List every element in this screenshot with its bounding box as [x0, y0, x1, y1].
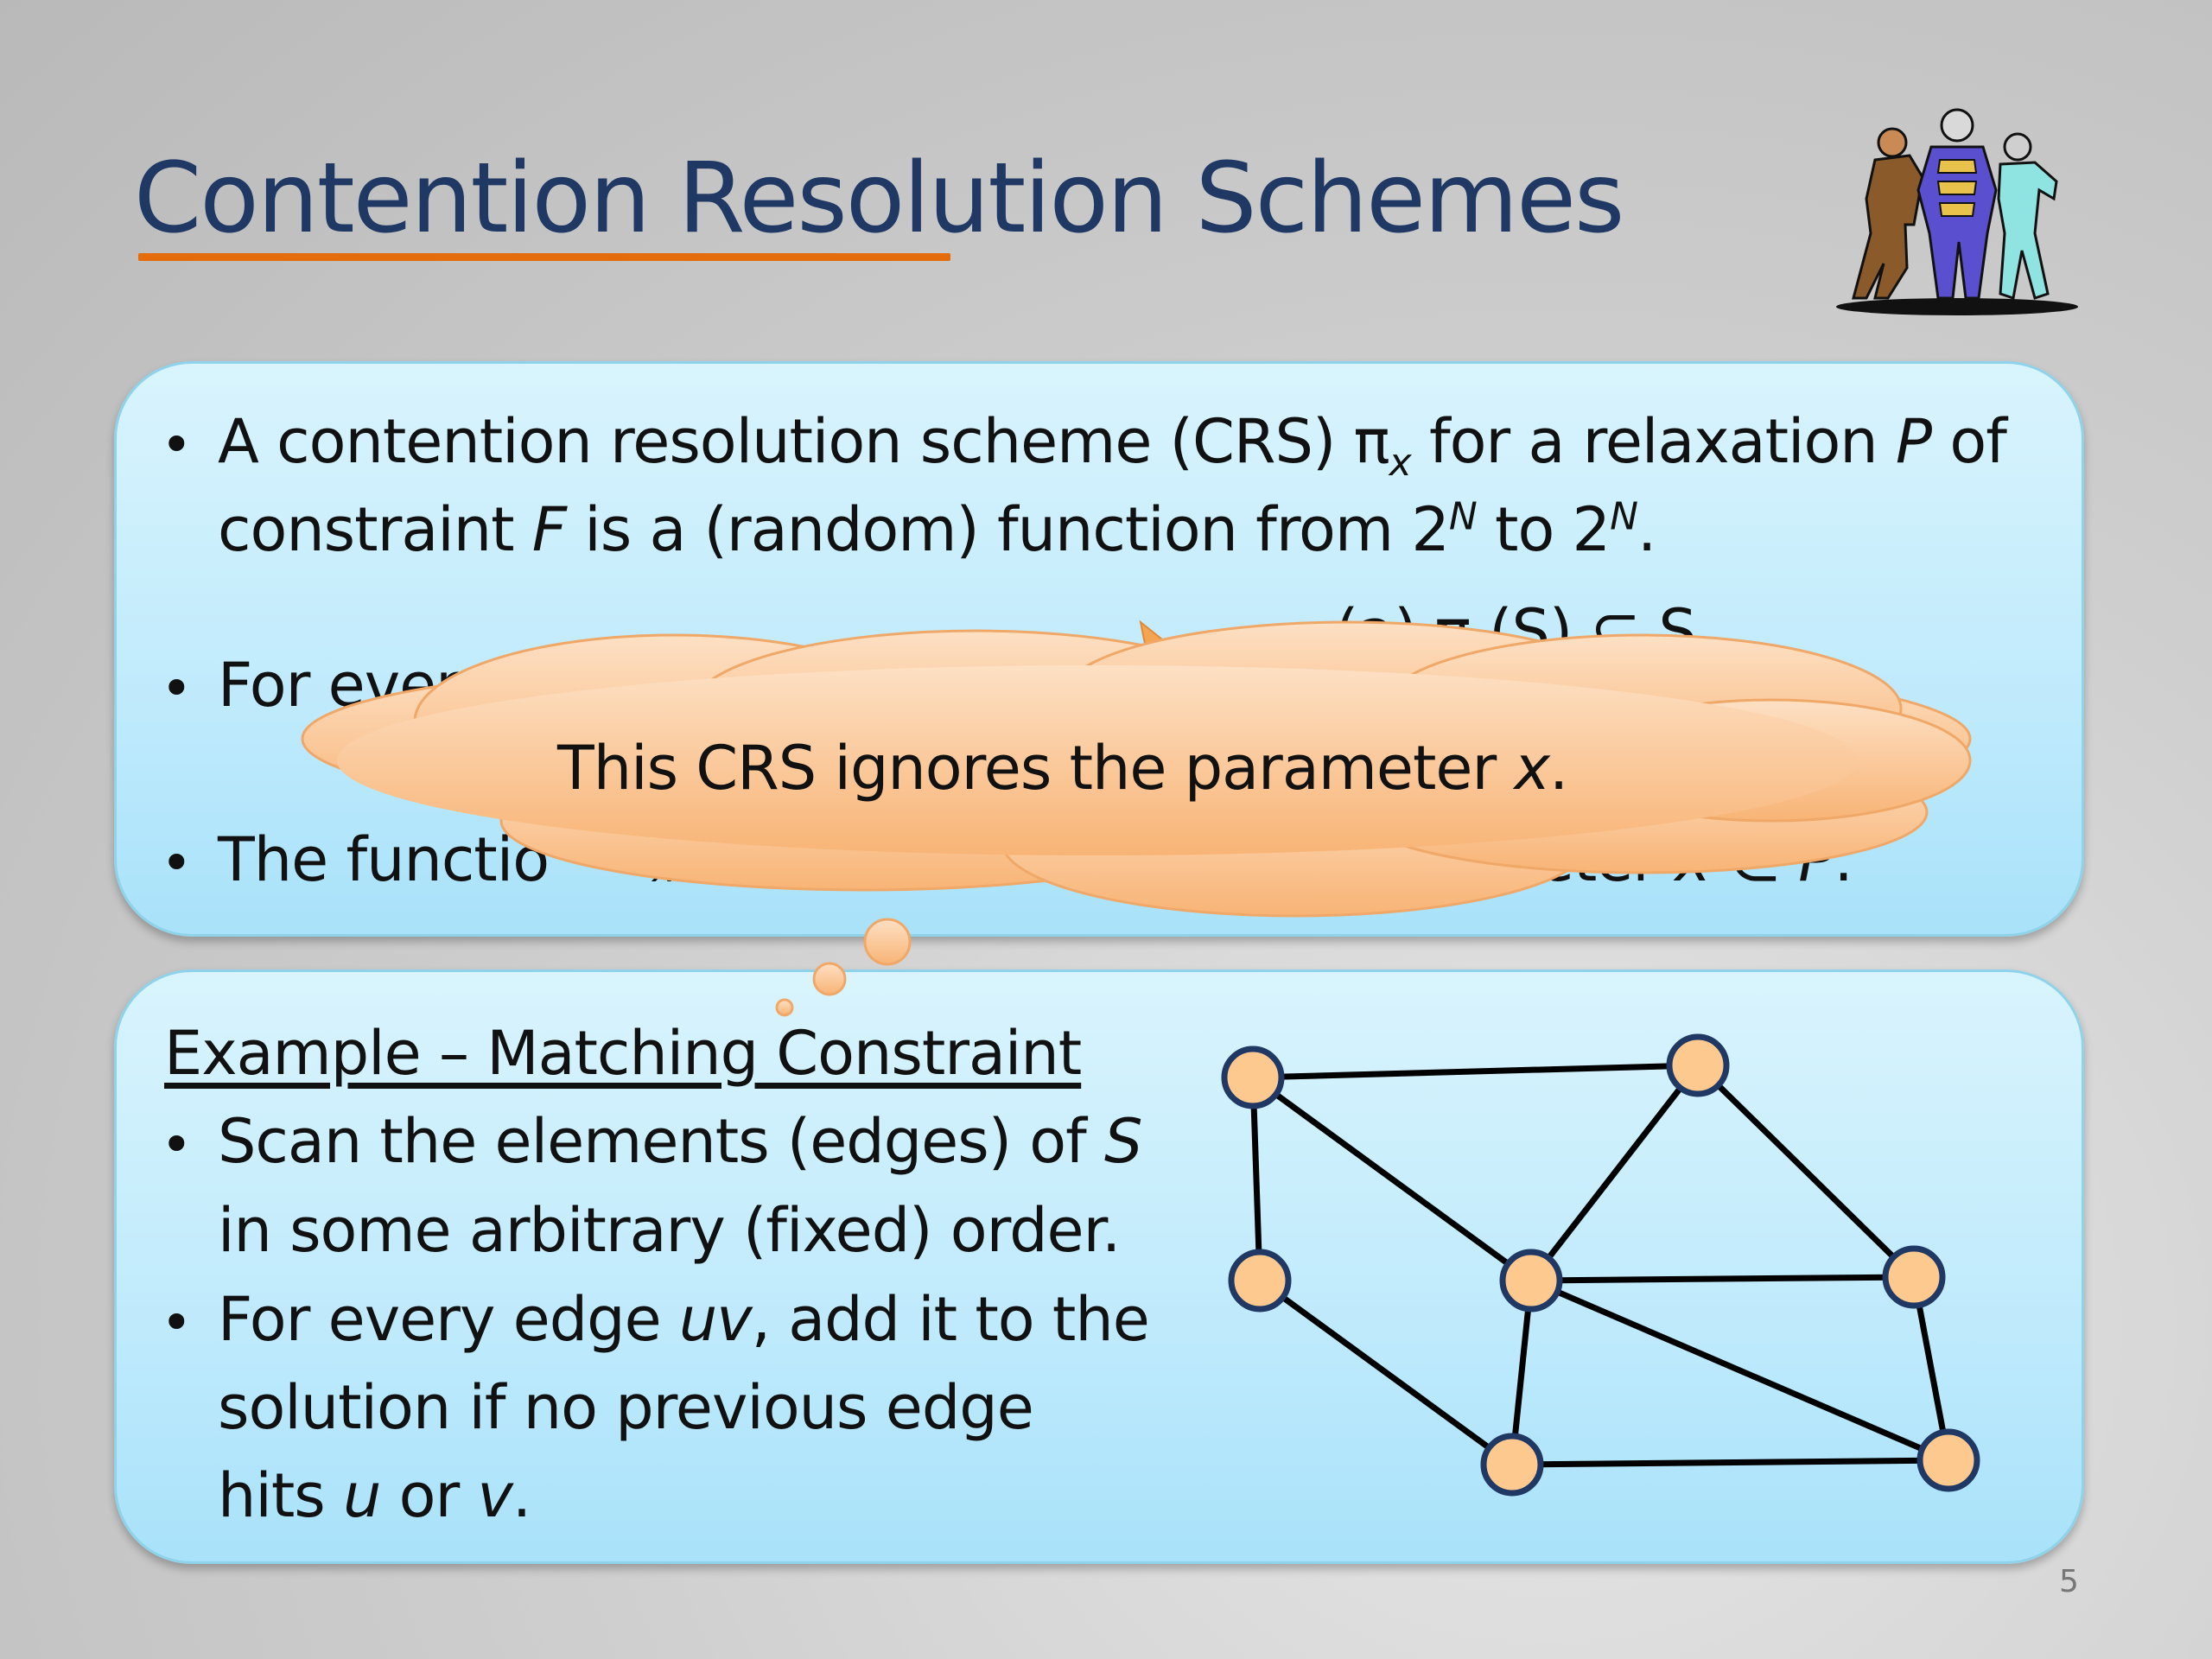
graph-edge: [1249, 1077, 1263, 1281]
crs-property-line-partial: For every: [218, 650, 495, 721]
graph-node: [1882, 1245, 1946, 1309]
bullet-dot: •: [161, 1113, 193, 1176]
crs-definition-line1: A contention resolution scheme (CRS) πx …: [218, 406, 2007, 485]
matching-graph: [1221, 1033, 1980, 1497]
people-clipart-icon: [1836, 108, 2078, 315]
graph-edge: [1511, 1457, 1949, 1468]
page-number: 5: [2059, 1564, 2079, 1599]
graph-node: [1480, 1433, 1544, 1497]
slide-title: Contention Resolution Schemes: [134, 143, 1624, 255]
callout-text: This CRS ignores the parameter x.: [557, 733, 1568, 804]
crs-property-a-partial: (a) π (S) ⊆ S: [1335, 596, 1697, 667]
crs-definition-line2: constraint F is a (random) function from…: [218, 494, 1656, 565]
graph-edge: [1529, 1063, 1700, 1283]
example-bullet2-line2: solution if no previous edge: [218, 1372, 1034, 1443]
graph-edge: [1257, 1278, 1515, 1467]
example-bullet1-line1: Scan the elements (edges) of S: [218, 1106, 1142, 1177]
crs-function-line-partial-right: arameter x ∈ P.: [1382, 824, 1853, 895]
graph-node: [1666, 1033, 1730, 1097]
graph-edge: [1529, 1277, 1950, 1464]
example-bullet2-line1: For every edge uv, add it to the: [218, 1284, 1150, 1355]
graph-node: [1499, 1249, 1563, 1313]
bullet-dot: •: [161, 1291, 193, 1354]
graph-node: [1916, 1428, 1980, 1492]
graph-node: [1228, 1249, 1292, 1313]
graph-edge: [1250, 1075, 1534, 1283]
graph-edge: [1530, 1274, 1915, 1284]
example-bullet2-line3: hits u or v.: [218, 1460, 531, 1531]
bullet-dot: •: [161, 831, 193, 894]
crs-function-subscript: x: [652, 847, 675, 891]
graph-node: [1221, 1046, 1285, 1109]
crs-function-line-partial-left: The functio: [218, 824, 550, 895]
title-underline: [138, 253, 950, 261]
graph-edge: [1252, 1062, 1699, 1081]
example-heading: Example – Matching Constraint: [164, 1018, 1082, 1089]
bullet-dot: •: [161, 413, 193, 476]
graph-edge: [1695, 1063, 1916, 1280]
example-bullet1-line2: in some arbitrary (fixed) order.: [218, 1195, 1121, 1266]
bullet-dot: •: [161, 657, 193, 720]
